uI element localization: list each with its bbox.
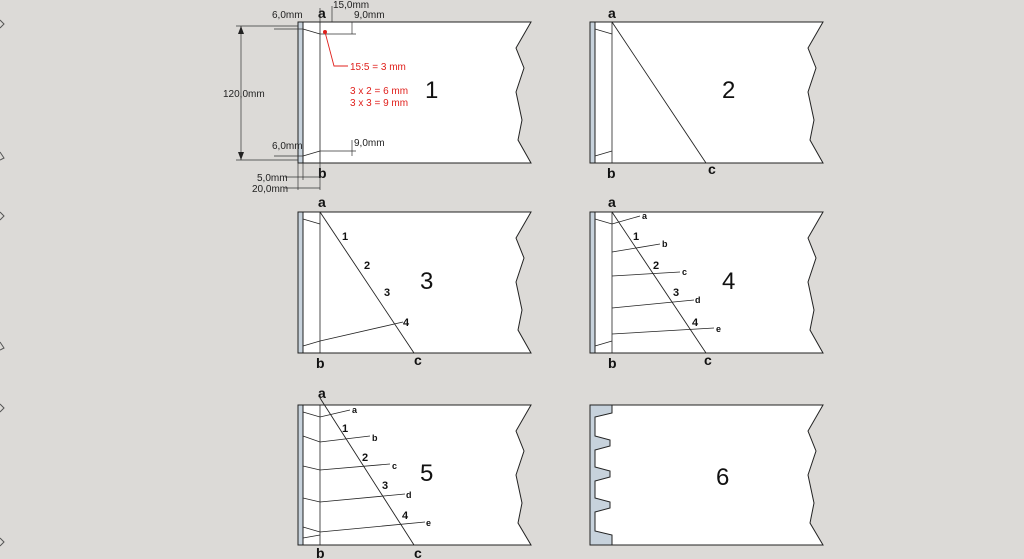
panel-number: 1 (425, 77, 438, 104)
diagonal-ac (319, 397, 415, 546)
point-c: c (704, 352, 712, 368)
dim-20: 20,0mm (252, 184, 288, 195)
label-e: e (426, 518, 431, 528)
point-a: a (318, 385, 326, 401)
calc-line-2: 3 x 2 = 6 mm (350, 86, 408, 97)
board (297, 21, 532, 164)
point-a: a (608, 194, 616, 210)
label-d: d (406, 490, 412, 500)
panel-number: 5 (420, 460, 433, 487)
mark-3: 3 (384, 287, 390, 299)
point-b: b (608, 355, 617, 371)
label-a: a (642, 211, 648, 221)
panel-number: 4 (722, 268, 735, 295)
calc-line-1: 15:5 = 3 mm (350, 62, 406, 73)
point-b: b (316, 545, 325, 559)
dim-5: 5,0mm (257, 173, 288, 184)
panel-3: a b c 1 2 3 4 3 (297, 194, 532, 371)
dimension-arrows (238, 26, 244, 160)
mark-1: 1 (633, 231, 639, 243)
point-a: a (318, 194, 326, 210)
pin-lines (594, 215, 715, 347)
board (589, 404, 824, 546)
end-strip (297, 404, 304, 546)
panel-number: 3 (420, 268, 433, 295)
pin-bottom (302, 150, 321, 157)
label-b: b (662, 239, 668, 249)
dimension-lines (236, 6, 356, 190)
board (297, 404, 532, 546)
calc-annotation: 15:5 = 3 mm 3 x 2 = 6 mm 3 x 3 = 9 mm (323, 30, 408, 109)
label-c: c (682, 267, 687, 277)
mark-2: 2 (364, 260, 370, 272)
end-strip (589, 211, 596, 354)
diagonal-ac (319, 211, 415, 354)
mark-1: 1 (342, 231, 348, 243)
end-strip (297, 21, 304, 164)
point-c: c (414, 352, 422, 368)
pin-lines (302, 409, 426, 539)
label-d: d (695, 295, 701, 305)
label-c: c (392, 461, 397, 471)
mark-3: 3 (673, 287, 679, 299)
mark-1: 1 (342, 423, 348, 435)
dim-120: 120,0mm (223, 89, 265, 100)
panel-2: a b c 2 (589, 5, 824, 181)
end-strip (589, 21, 596, 164)
board (297, 211, 532, 354)
point-b: b (607, 165, 616, 181)
label-e: e (716, 324, 721, 334)
mark-4: 4 (402, 510, 409, 522)
point-a: a (608, 5, 616, 21)
diagonal-ac (611, 21, 707, 164)
mark-3: 3 (382, 480, 388, 492)
label-b: b (372, 433, 378, 443)
point-c: c (708, 161, 716, 177)
point-b: b (318, 165, 327, 181)
panel-6: 6 (589, 404, 824, 546)
panel-4: a b c 1 2 3 4 a b c d e 4 (589, 194, 824, 371)
board (589, 211, 824, 354)
dim-9-bottom: 9,0mm (354, 138, 385, 149)
dim-9-top: 9,0mm (354, 10, 385, 21)
panel-number: 6 (716, 464, 729, 491)
point-b: b (316, 355, 325, 371)
panel-1: a b 1 15,0mm 6,0mm 9,0mm (223, 0, 532, 195)
edge-markers (0, 19, 5, 547)
dim-6-top: 6,0mm (272, 10, 303, 21)
board (589, 21, 824, 164)
division-line (319, 321, 404, 342)
panel-number: 2 (722, 77, 735, 104)
mark-2: 2 (362, 452, 368, 464)
dim-6-bottom: 6,0mm (272, 141, 303, 152)
pin-top (302, 28, 321, 35)
mark-4: 4 (403, 317, 410, 329)
dim-15: 15,0mm (333, 0, 369, 11)
end-strip (297, 211, 304, 354)
point-c: c (414, 545, 422, 559)
dovetail-pins (589, 404, 613, 546)
panel-5: a b c 1 2 3 4 a b c d e 5 (297, 385, 532, 559)
label-a: a (352, 405, 358, 415)
calc-line-3: 3 x 3 = 9 mm (350, 98, 408, 109)
mark-2: 2 (653, 260, 659, 272)
point-a: a (318, 5, 326, 21)
mark-4: 4 (692, 317, 699, 329)
